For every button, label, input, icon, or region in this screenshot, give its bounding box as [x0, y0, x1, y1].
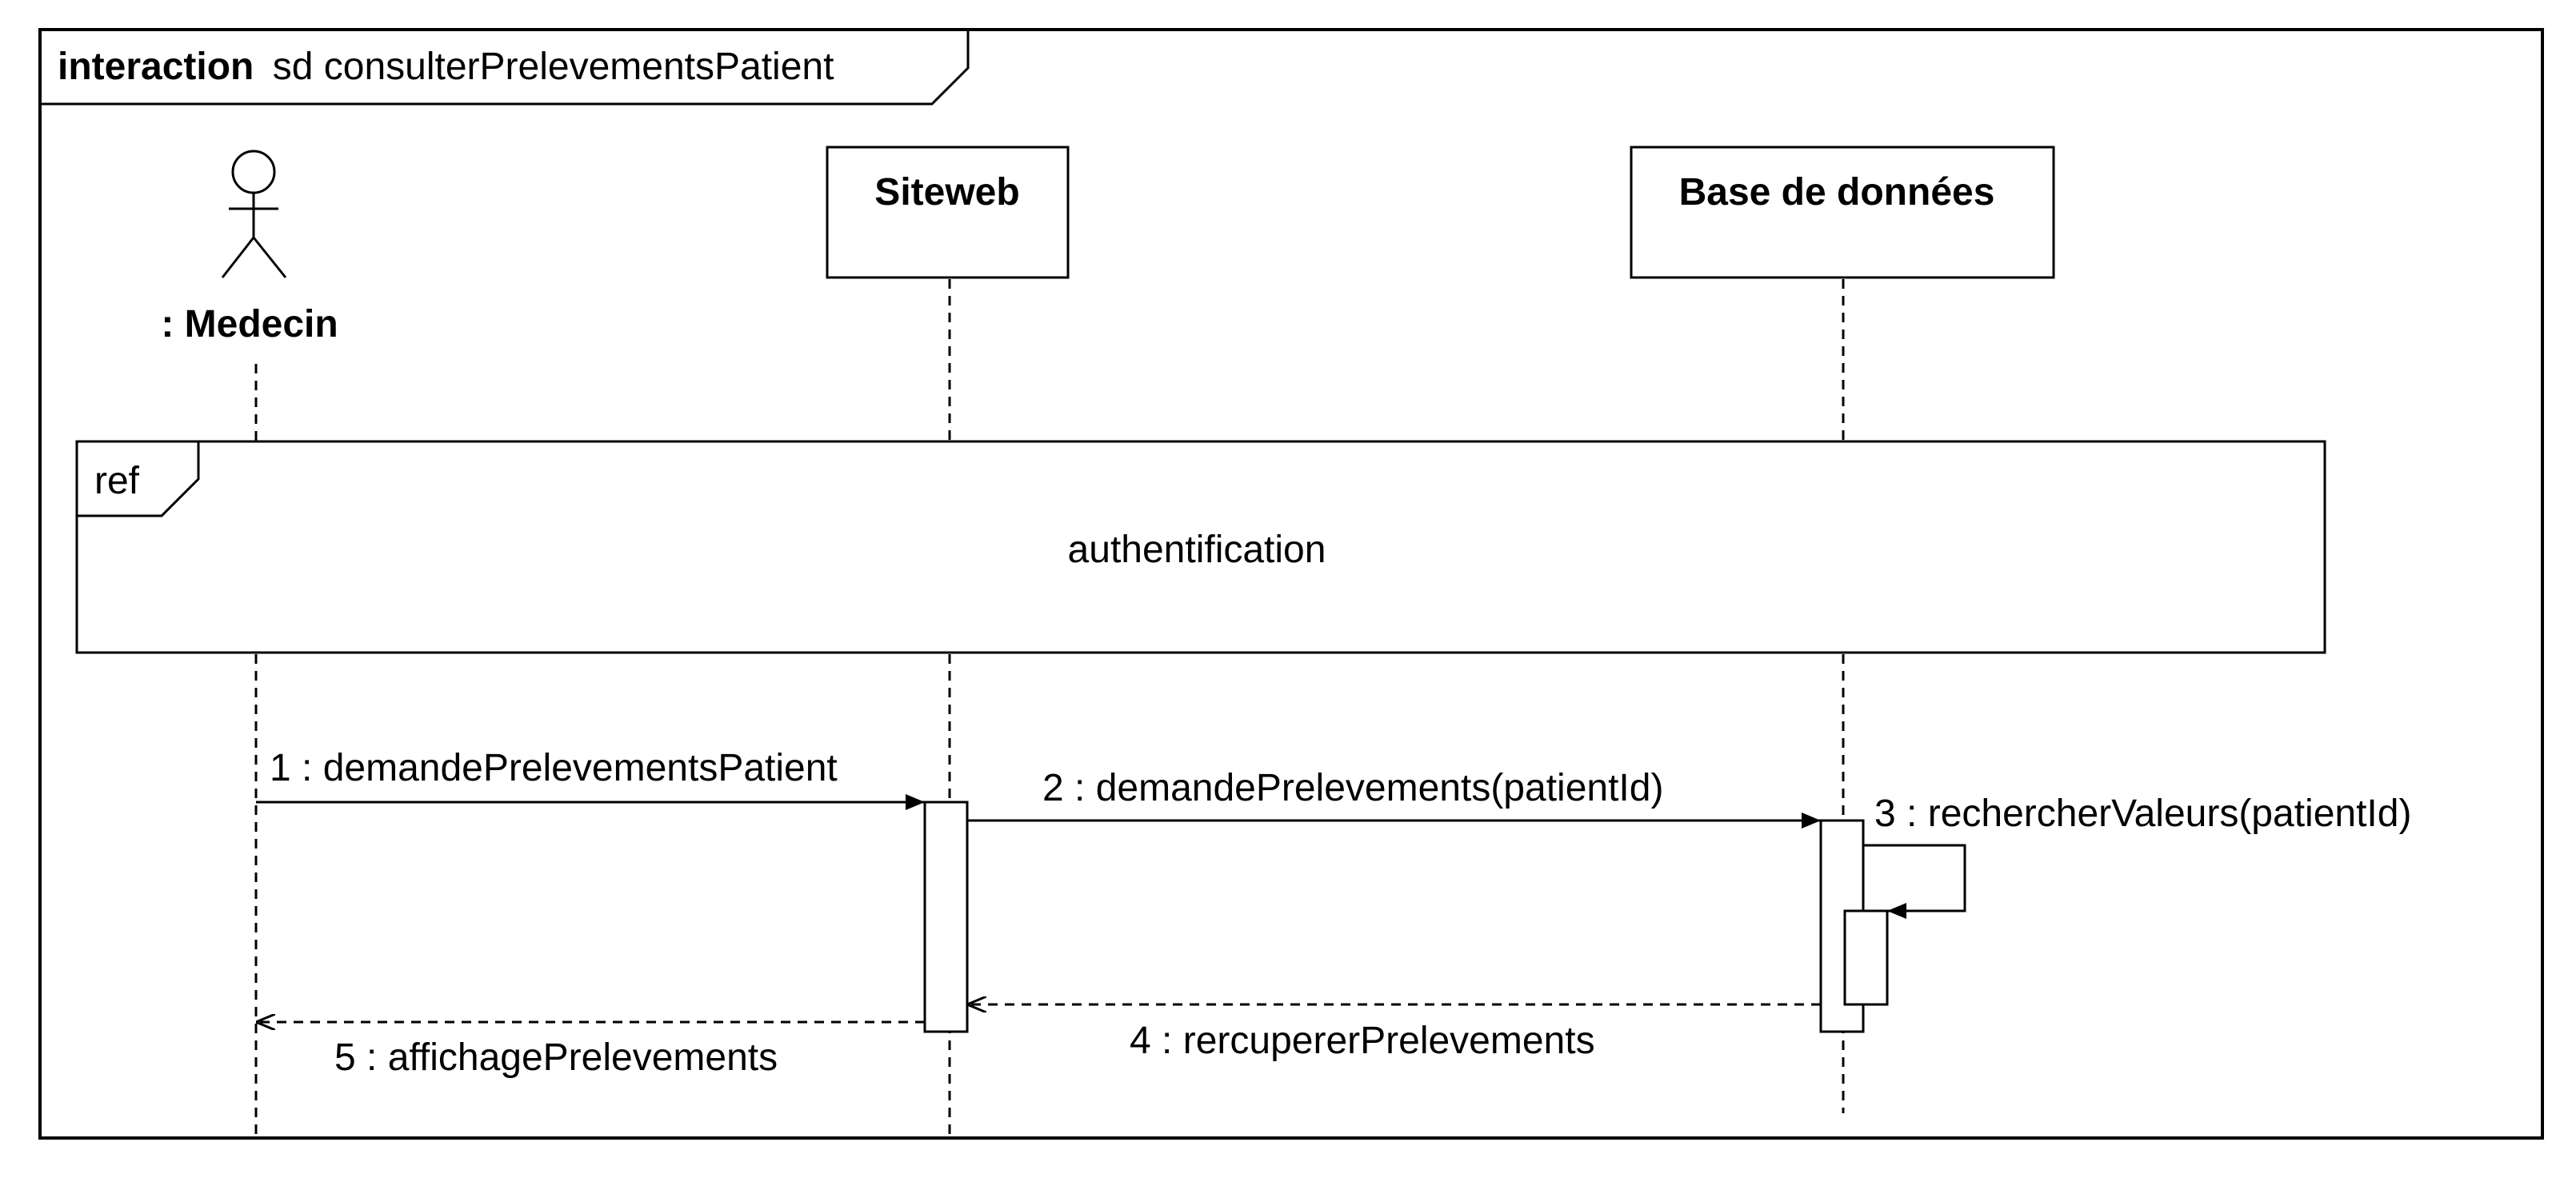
activation-bdd-nested: [1843, 909, 1889, 1006]
lifeline-head-siteweb: [826, 146, 1070, 279]
activation-siteweb: [923, 801, 969, 1033]
lifeline-label-siteweb: Siteweb: [874, 171, 1019, 214]
message-3-arrow: [1863, 844, 1966, 919]
frame-keyword: interaction: [58, 46, 254, 88]
lifeline-bdd: Base de données: [1630, 146, 2055, 279]
message-3-label: 3 : rechercherValeurs(patientId): [1874, 793, 2411, 835]
actor-icon: [221, 150, 287, 278]
lifeline-siteweb: Siteweb: [826, 146, 1070, 279]
lifeline-medecin: : Medecin: [161, 150, 338, 345]
ref-tag: ref: [94, 460, 140, 502]
lifeline-head-bdd: [1630, 146, 2055, 279]
message-4-label: 4 : rercupererPrelevements: [1130, 1020, 1595, 1062]
frame-title: sd consulterPrelevementsPatient: [273, 46, 834, 88]
message-1-label: 1 : demandePrelevementsPatient: [270, 747, 838, 789]
svg-text:interaction sd consulter: interaction sd consulterPrelevementsPati…: [58, 46, 834, 88]
lifeline-label-bdd: Base de données: [1679, 171, 1995, 214]
ref-border: [75, 440, 2326, 654]
frame-tab: [40, 30, 970, 106]
activations: [923, 801, 1889, 1033]
messages: 1 : demandePrelevementsPatient 2 : deman…: [256, 747, 2411, 1079]
message-2-label: 2 : demandePrelevements(patientId): [1042, 767, 1663, 809]
actor-label: : Medecin: [161, 303, 338, 345]
ref-tab: [77, 441, 200, 517]
ref-fragment: ref authentification: [75, 440, 2326, 654]
message-5-label: 5 : affichagePrelevements: [334, 1036, 778, 1079]
ref-label: authentification: [1068, 529, 1326, 571]
